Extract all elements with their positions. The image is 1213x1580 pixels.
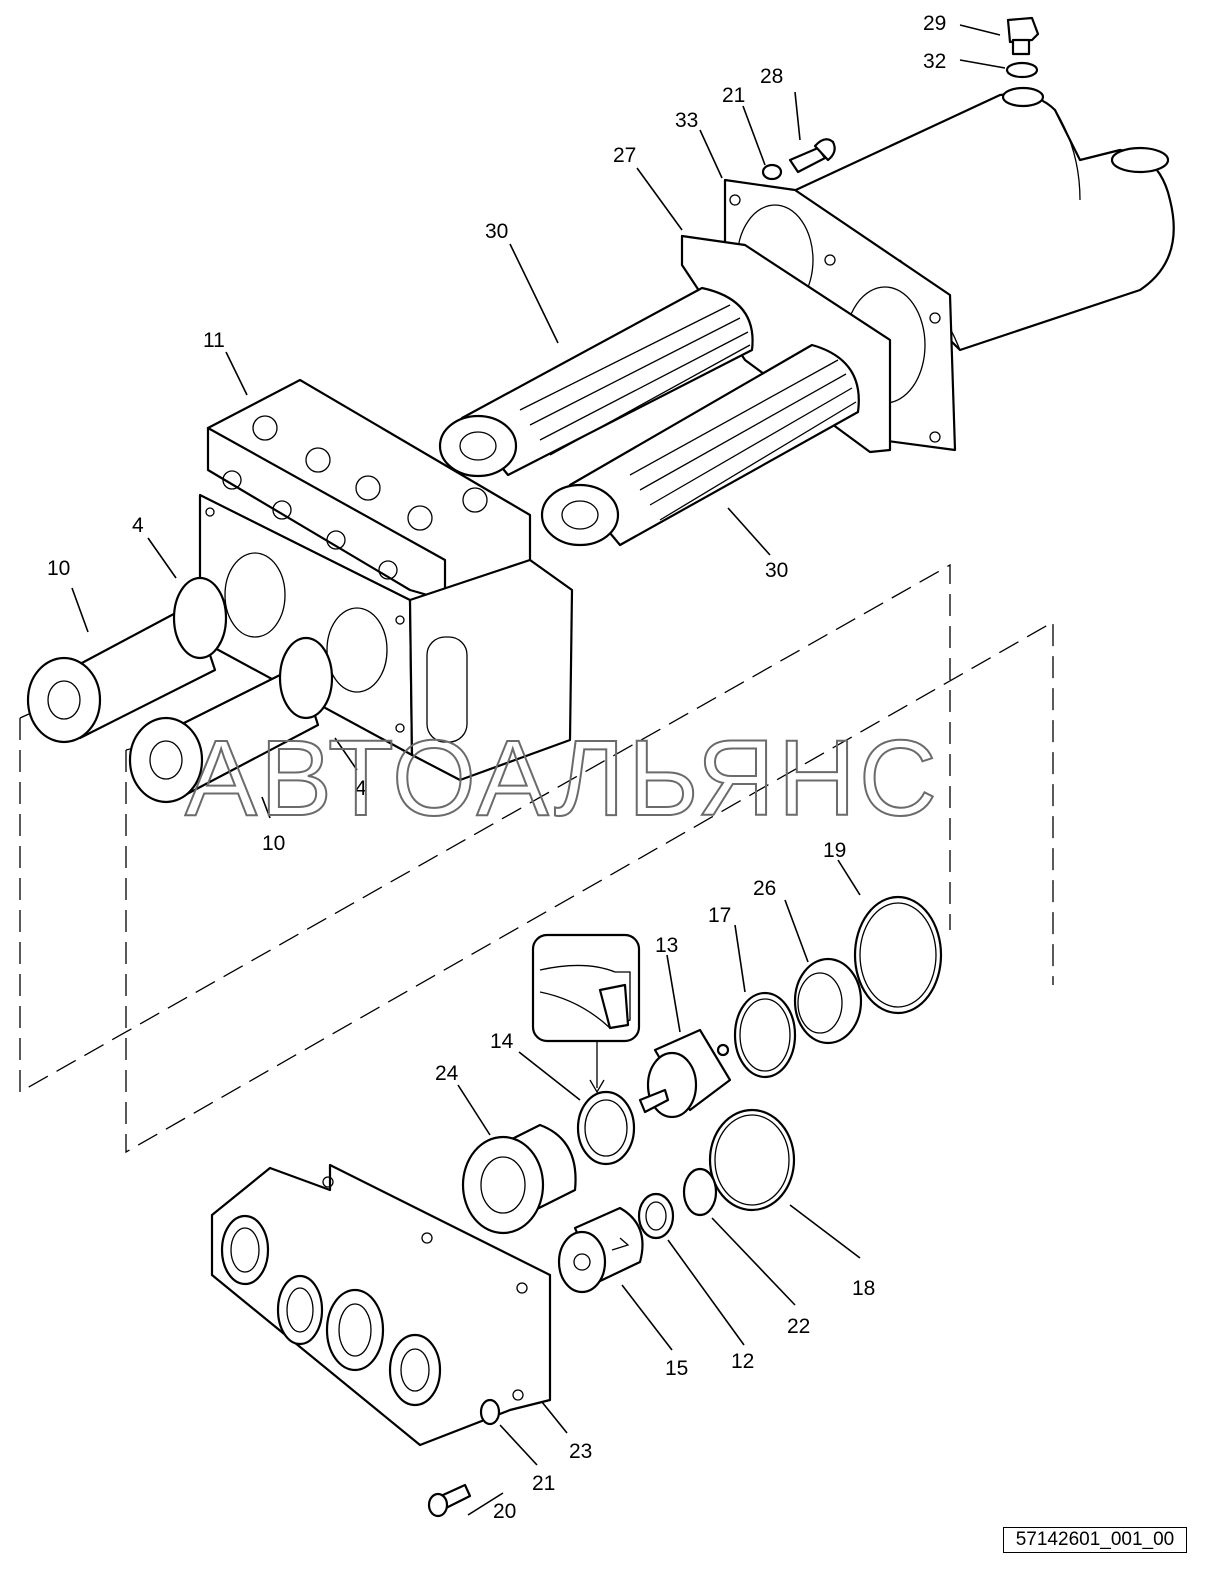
- document-code-label: 57142601_001_00: [1003, 1527, 1187, 1553]
- valve-15: [557, 1206, 644, 1294]
- callout-27: 27: [613, 144, 636, 167]
- ring-19: [853, 895, 943, 1015]
- callout-20: 20: [493, 1500, 516, 1523]
- callout-28: 28: [760, 65, 783, 88]
- seal-14: [576, 1090, 636, 1166]
- callout-labels: 29 32 28 21 33 27 30 11 30 4 10 4 10 19 …: [47, 12, 946, 1523]
- guide-24: [461, 1123, 577, 1235]
- ring-18: [708, 1108, 796, 1212]
- callout-18: 18: [852, 1277, 875, 1300]
- valve-block: [198, 378, 574, 782]
- callout-24: 24: [435, 1062, 459, 1085]
- callout-29: 29: [923, 12, 946, 35]
- piston-13: [638, 1028, 732, 1119]
- plunger-upper: [26, 606, 217, 744]
- plunger-lower: [128, 668, 320, 804]
- callout-33: 33: [675, 109, 698, 132]
- callout-17: 17: [708, 904, 731, 927]
- ring-17: [733, 991, 797, 1079]
- callout-30: 30: [765, 559, 788, 582]
- washer-21-top: [761, 163, 783, 181]
- watermark: АВТОАЛЬЯНС: [185, 717, 940, 838]
- filter-element-lower: [540, 343, 860, 547]
- callout-15: 15: [665, 1357, 688, 1380]
- sleeve-26: [793, 957, 863, 1045]
- ring-lower: [278, 636, 334, 720]
- callout-19: 19: [823, 839, 846, 862]
- callout-14: 14: [490, 1030, 514, 1053]
- callout-22: 22: [787, 1315, 810, 1338]
- callout-10: 10: [262, 832, 285, 855]
- leader-lines: [71, 24, 1006, 1516]
- screw-29: [1006, 16, 1040, 56]
- callout-12: 12: [731, 1350, 754, 1373]
- callout-10: 10: [47, 557, 70, 580]
- washer-21-bottom: [479, 1398, 501, 1426]
- ring-upper: [172, 576, 228, 660]
- callout-13: 13: [655, 934, 678, 957]
- callout-21: 21: [722, 84, 745, 107]
- filter-element-upper: [438, 286, 754, 478]
- ring-12: [637, 1192, 675, 1240]
- callout-23: 23: [569, 1440, 592, 1463]
- washer-32: [1005, 61, 1039, 79]
- ring-22: [682, 1167, 718, 1217]
- screw-20: [427, 1483, 472, 1518]
- callout-11: 11: [203, 329, 225, 352]
- callout-21: 21: [532, 1472, 555, 1495]
- callout-4: 4: [132, 514, 144, 537]
- callout-30: 30: [485, 220, 508, 243]
- cover-23: [210, 1163, 552, 1447]
- seal-detail-inset: [531, 933, 641, 1094]
- screw-28: [788, 138, 836, 174]
- callout-4: 4: [355, 777, 367, 800]
- callout-26: 26: [753, 877, 776, 900]
- callout-32: 32: [923, 50, 946, 73]
